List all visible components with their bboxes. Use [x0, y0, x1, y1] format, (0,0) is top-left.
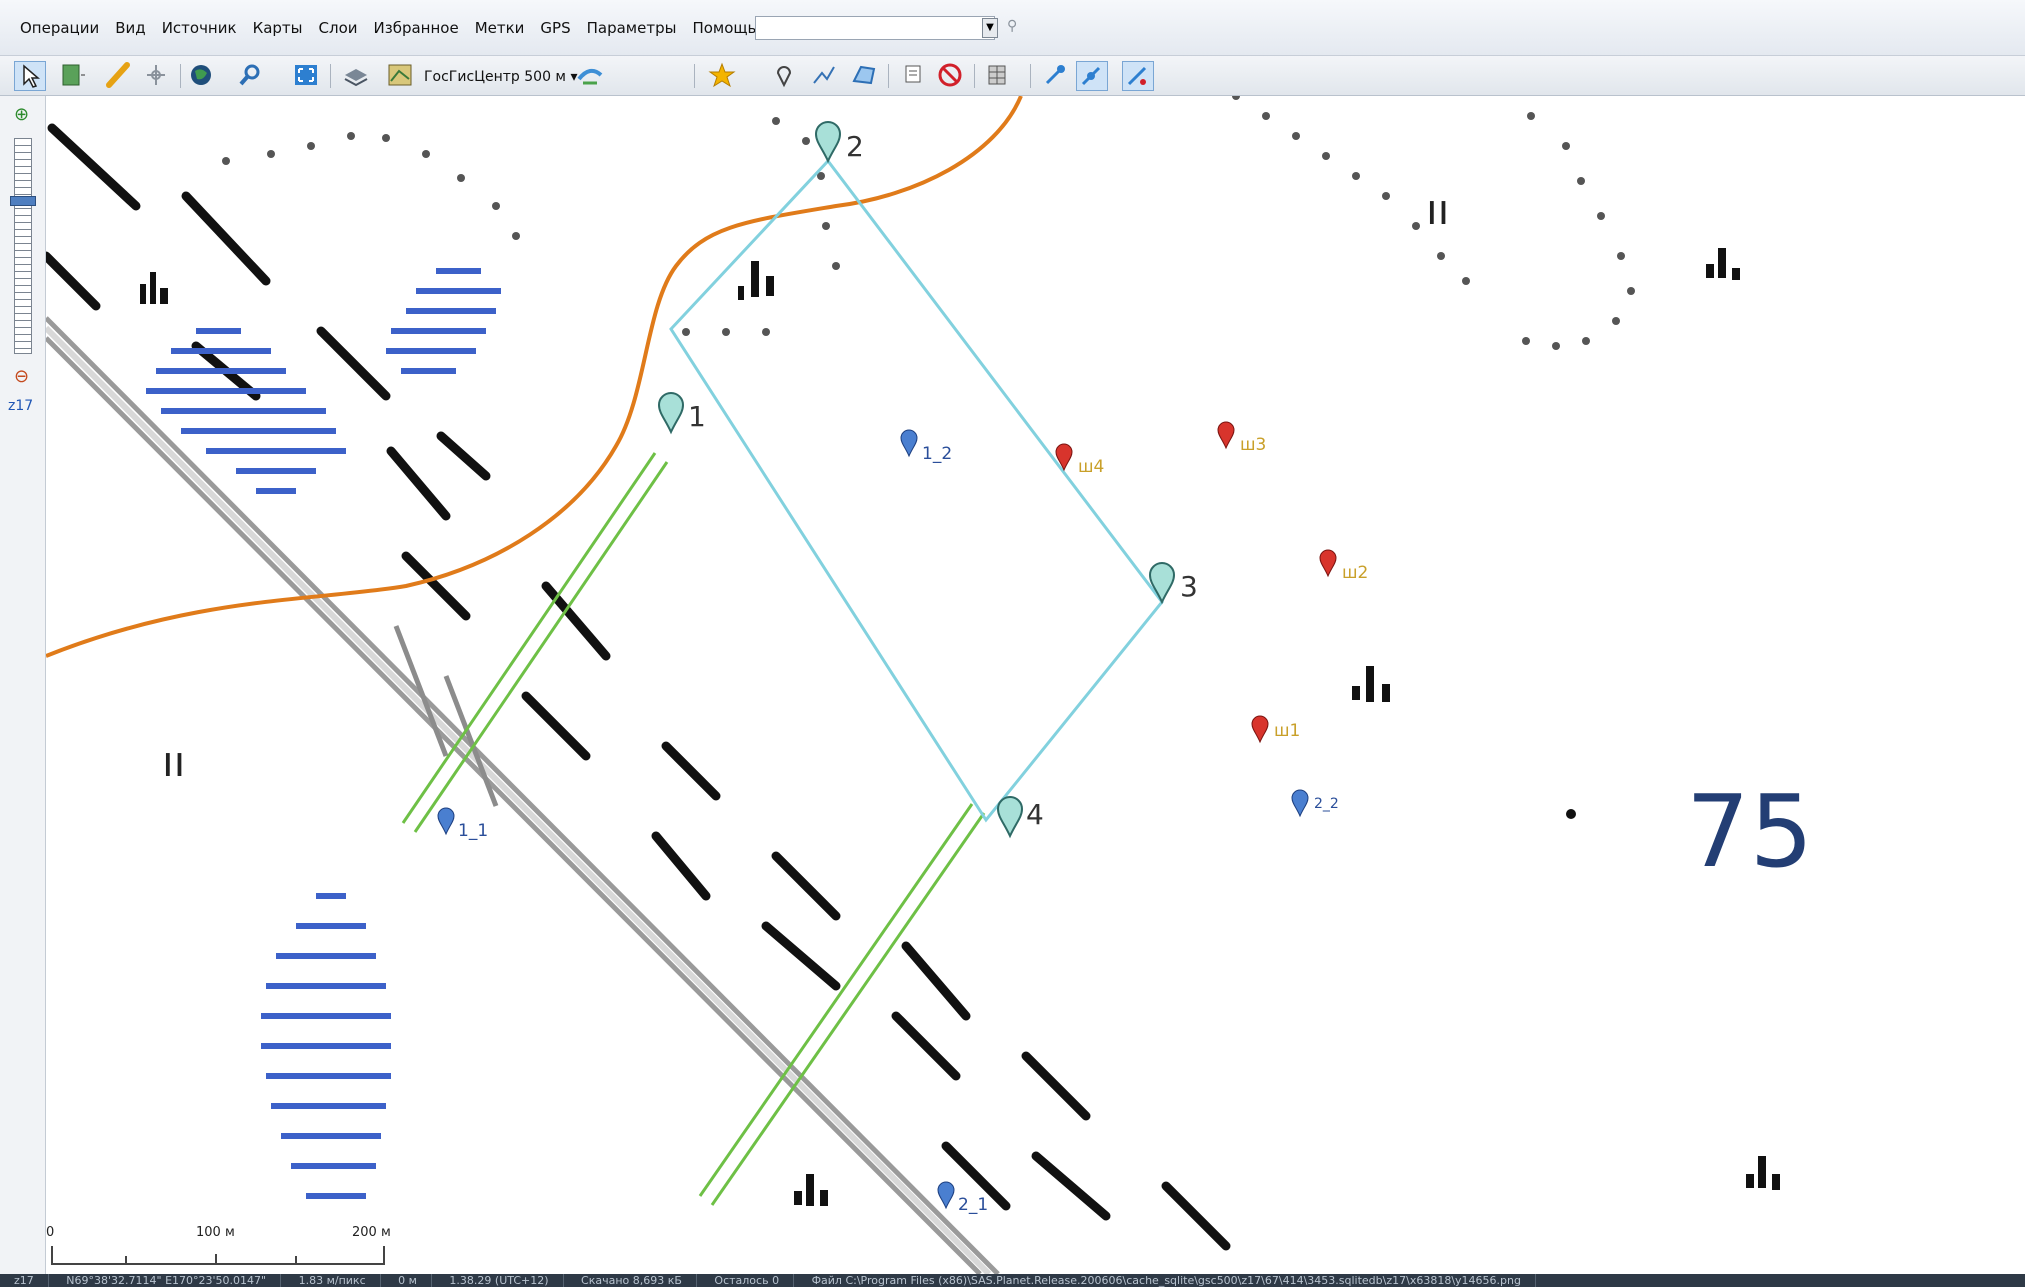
placemark-icon[interactable] — [768, 61, 800, 91]
zoom-out-icon[interactable]: ⊖ — [14, 366, 30, 387]
status-elevation: 0 м — [384, 1274, 432, 1287]
map-layer-dropdown[interactable]: ГосГисЦентр 500 м ▾ — [424, 69, 578, 85]
corner-marker-4[interactable]: 4 — [996, 796, 1044, 839]
svg-text:ш1: ш1 — [1274, 721, 1300, 741]
status-resolution: 1.83 м/пикс — [284, 1274, 381, 1287]
zoom-tool-icon[interactable] — [234, 61, 266, 91]
forbidden-icon[interactable] — [934, 61, 966, 91]
source-search-input[interactable] — [755, 16, 995, 40]
dotted-boundary — [222, 92, 1635, 350]
height-label: 75 — [1686, 773, 1813, 890]
svg-text:2_2: 2_2 — [1314, 796, 1339, 812]
well-marker-w2[interactable]: ш2 — [1319, 549, 1368, 583]
source-search-dropdown-button[interactable]: ▼ — [982, 18, 998, 38]
vegetation-label-b: ıı — [162, 737, 185, 786]
vegetation-label-a: ıı — [1426, 185, 1449, 234]
gps-icon[interactable] — [1040, 61, 1072, 91]
path-icon[interactable] — [808, 61, 840, 91]
grid-icon[interactable] — [982, 61, 1014, 91]
status-downloaded: Скачано 8,693 кБ — [567, 1274, 697, 1287]
zoom-slider-track[interactable] — [14, 138, 32, 354]
vegetation-symbols — [140, 248, 1780, 1206]
gps-center-icon[interactable] — [1122, 61, 1154, 91]
scale-tick-100: 100 м — [196, 1225, 235, 1240]
gps-track-icon[interactable] — [1076, 61, 1108, 91]
well-marker-w1[interactable]: ш1 — [1251, 715, 1300, 744]
svg-text:1: 1 — [688, 400, 706, 433]
ditches — [41, 123, 1231, 1251]
menu-layers[interactable]: Слои — [318, 18, 358, 37]
railway — [43, 316, 1000, 1277]
status-coordinates: N69°38'32.7114" E170°23'50.0147" — [52, 1274, 282, 1287]
menu-help[interactable]: Помощь — [692, 18, 757, 37]
fullscreen-icon[interactable] — [290, 61, 322, 91]
select-arrow-icon[interactable] — [14, 61, 46, 91]
svg-text:2: 2 — [846, 130, 864, 163]
menu-maps[interactable]: Карты — [252, 18, 303, 37]
info-icon[interactable] — [898, 61, 930, 91]
waypoint-1-2[interactable]: 1_2 — [900, 429, 952, 464]
waypoint-1-1[interactable]: 1_1 — [437, 807, 488, 841]
menu-source[interactable]: Источник — [161, 18, 237, 37]
zoom-slider-thumb[interactable] — [10, 196, 36, 206]
svg-text:ш2: ш2 — [1342, 563, 1368, 583]
star-icon[interactable] — [706, 61, 738, 91]
menu-gps[interactable]: GPS — [540, 18, 571, 37]
move-icon[interactable] — [56, 61, 88, 91]
scale-bar: 0 100 м 200 м — [46, 1225, 391, 1265]
zoom-in-icon[interactable]: ⊕ — [14, 104, 30, 125]
svg-text:3: 3 — [1180, 570, 1198, 603]
menu-operations[interactable]: Операции — [20, 18, 100, 37]
corner-marker-1[interactable]: 1 — [657, 392, 706, 435]
svg-text:2_1: 2_1 — [958, 1195, 988, 1215]
search-icon[interactable]: ⚲ — [1007, 18, 1018, 34]
well-marker-w3[interactable]: ш3 — [1217, 421, 1266, 455]
well-marker-w4[interactable]: ш4 — [1055, 443, 1104, 477]
menu-marks[interactable]: Метки — [474, 18, 525, 37]
route-icon[interactable] — [140, 61, 172, 91]
status-bar: z17 N69°38'32.7114" E170°23'50.0147" 1.8… — [0, 1274, 2025, 1287]
contour-line — [45, 95, 1023, 658]
satellite-icon[interactable] — [574, 61, 606, 91]
layer-stack-icon[interactable] — [340, 61, 372, 91]
svg-text:ш3: ш3 — [1240, 435, 1266, 455]
corner-marker-2[interactable]: 2 — [814, 121, 864, 164]
status-time: 1.38.29 (UTC+12) — [435, 1274, 564, 1287]
map-view[interactable]: ıı ıı 75 2 1 3 4 1_2 1_1 2_1 2_2 — [41, 92, 2025, 1277]
zoom-level-label: z17 — [8, 398, 34, 414]
main-toolbar: ГосГисЦентр 500 м ▾ — [0, 56, 2025, 96]
scale-tick-0: 0 — [46, 1225, 54, 1240]
svg-text:1_1: 1_1 — [458, 821, 488, 841]
menu-favorites[interactable]: Избранное — [373, 18, 459, 37]
map-sheet-icon[interactable] — [384, 61, 416, 91]
svg-text:1_2: 1_2 — [922, 444, 952, 464]
globe-icon[interactable] — [186, 61, 218, 91]
ruler-icon[interactable] — [102, 61, 134, 91]
scale-tick-200: 200 м — [352, 1225, 391, 1240]
green-strips — [401, 452, 986, 1206]
corner-marker-3[interactable]: 3 — [1148, 562, 1198, 605]
menu-bar: Операции Вид Источник Карты Слои Избранн… — [0, 0, 2025, 56]
status-remaining: Осталось 0 — [700, 1274, 795, 1287]
zoom-panel: ⊕ ⊖ z17 — [0, 96, 46, 1276]
svg-text:ш4: ш4 — [1078, 457, 1104, 477]
waypoint-2-1[interactable]: 2_1 — [937, 1181, 988, 1215]
plot-polygon — [669, 158, 1164, 823]
waypoint-2-2[interactable]: 2_2 — [1291, 789, 1339, 818]
status-zoom: z17 — [0, 1274, 49, 1287]
status-file-path: Файл C:\Program Files (x86)\SAS.Planet.R… — [797, 1274, 1536, 1287]
menu-view[interactable]: Вид — [115, 18, 146, 37]
map-layer-label: ГосГисЦентр 500 м — [424, 69, 566, 85]
menu-settings[interactable]: Параметры — [586, 18, 677, 37]
marsh-hatching — [146, 268, 501, 1199]
polygon-icon[interactable] — [848, 61, 880, 91]
svg-text:4: 4 — [1026, 798, 1044, 831]
